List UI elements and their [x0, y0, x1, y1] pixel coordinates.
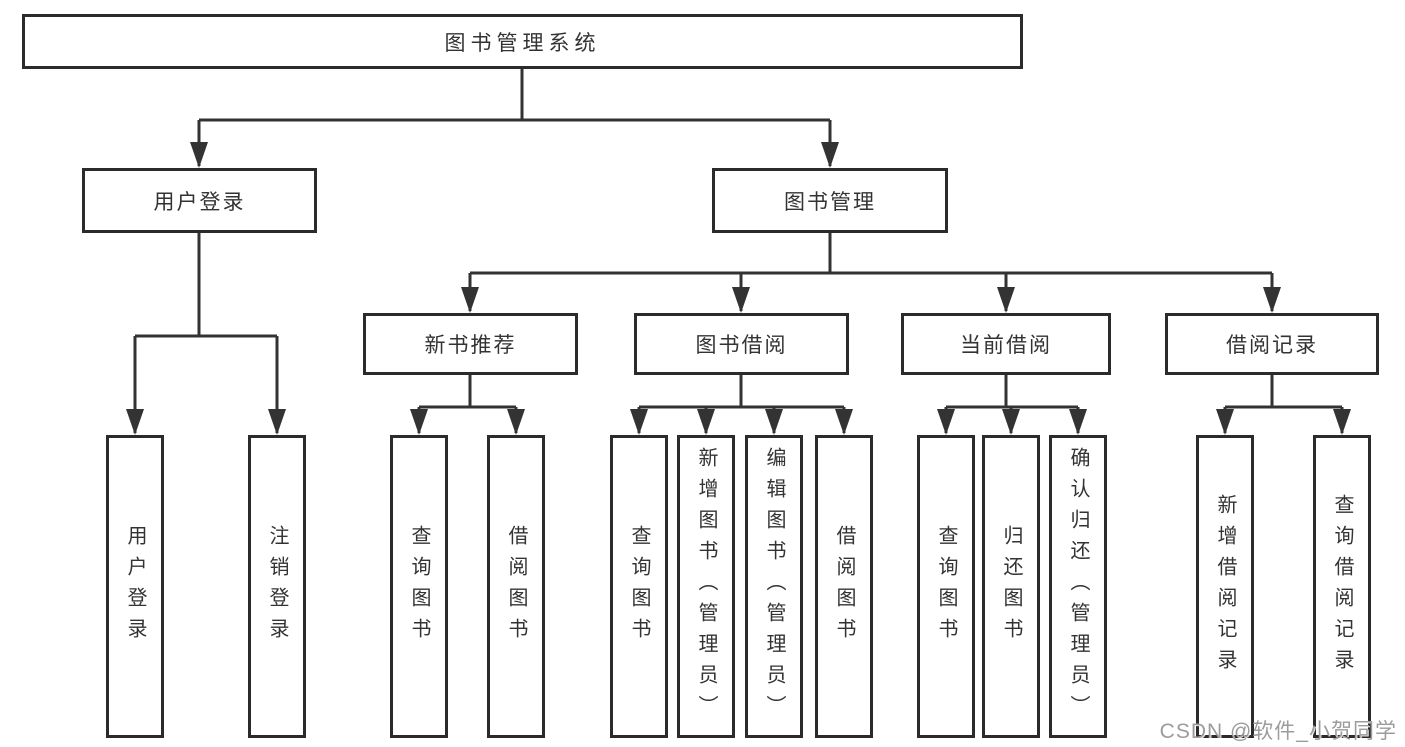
connector-new-book-recommend-to-leaves: [410, 375, 525, 435]
leaf-label: 查询借阅记录: [1331, 493, 1353, 680]
connector-current-borrow-to-leaves: [937, 375, 1087, 435]
node-user-login-group: 用户登录: [82, 168, 317, 233]
connector-book-management-to-level3: [461, 233, 1281, 313]
connector-book-borrow-to-leaves: [630, 375, 853, 435]
leaf-label: 用户登录: [124, 524, 146, 649]
arrowhead: [1263, 287, 1281, 313]
arrowhead: [268, 409, 286, 435]
arrowhead: [630, 409, 648, 435]
connector-root-to-level2: [190, 69, 839, 168]
leaf-add-book-admin: 新增图书（管理员）: [677, 435, 735, 738]
leaf-label: 新增借阅记录: [1214, 493, 1236, 680]
leaf-confirm-return-admin: 确认归还（管理员）: [1049, 435, 1107, 738]
node-book-management: 图书管理: [712, 168, 948, 233]
arrowhead: [697, 409, 715, 435]
connector-borrow-records-to-leaves: [1216, 375, 1351, 435]
arrowhead: [1002, 409, 1020, 435]
arrowhead: [1333, 409, 1351, 435]
arrowhead: [1069, 409, 1087, 435]
leaf-user-login: 用户登录: [106, 435, 164, 738]
node-new-book-recommend: 新书推荐: [363, 313, 578, 375]
leaf-label: 新增图书（管理员）: [695, 447, 717, 726]
leaf-label: 确认归还（管理员）: [1067, 447, 1089, 726]
arrowhead: [410, 409, 428, 435]
leaf-label: 借阅图书: [505, 524, 527, 649]
leaf-label: 查询图书: [935, 524, 957, 649]
leaf-query-borrow-record: 查询借阅记录: [1313, 435, 1371, 738]
node-book-borrow: 图书借阅: [634, 313, 849, 375]
leaf-query-books-newbook: 查询图书: [390, 435, 448, 738]
leaf-label: 查询图书: [408, 524, 430, 649]
arrowhead: [732, 287, 750, 313]
csdn-watermark: CSDN @软件_小贺同学: [1159, 720, 1397, 743]
leaf-query-books-borrow: 查询图书: [610, 435, 668, 738]
leaf-label: 编辑图书（管理员）: [763, 447, 785, 726]
leaf-return-books: 归还图书: [982, 435, 1040, 738]
node-current-borrow: 当前借阅: [901, 313, 1111, 375]
arrowhead: [190, 142, 208, 168]
arrowhead: [821, 142, 839, 168]
node-borrow-records: 借阅记录: [1165, 313, 1379, 375]
leaf-label: 归还图书: [1000, 524, 1022, 649]
leaf-borrow-books-borrow: 借阅图书: [815, 435, 873, 738]
arrowhead: [835, 409, 853, 435]
arrowhead: [765, 409, 783, 435]
leaf-label: 借阅图书: [833, 524, 855, 649]
arrowhead: [1216, 409, 1234, 435]
leaf-add-borrow-record: 新增借阅记录: [1196, 435, 1254, 738]
arrowhead: [997, 287, 1015, 313]
arrowhead: [126, 409, 144, 435]
arrowhead: [507, 409, 525, 435]
leaf-edit-book-admin: 编辑图书（管理员）: [745, 435, 803, 738]
leaf-label: 注销登录: [266, 524, 288, 649]
arrowhead: [461, 287, 479, 313]
leaf-query-books-current: 查询图书: [917, 435, 975, 738]
arrowhead: [937, 409, 955, 435]
connector-user-login-to-leaves: [126, 233, 286, 435]
leaf-logout: 注销登录: [248, 435, 306, 738]
leaf-label: 查询图书: [628, 524, 650, 649]
leaf-borrow-books-newbook: 借阅图书: [487, 435, 545, 738]
node-root: 图书管理系统: [22, 14, 1023, 69]
